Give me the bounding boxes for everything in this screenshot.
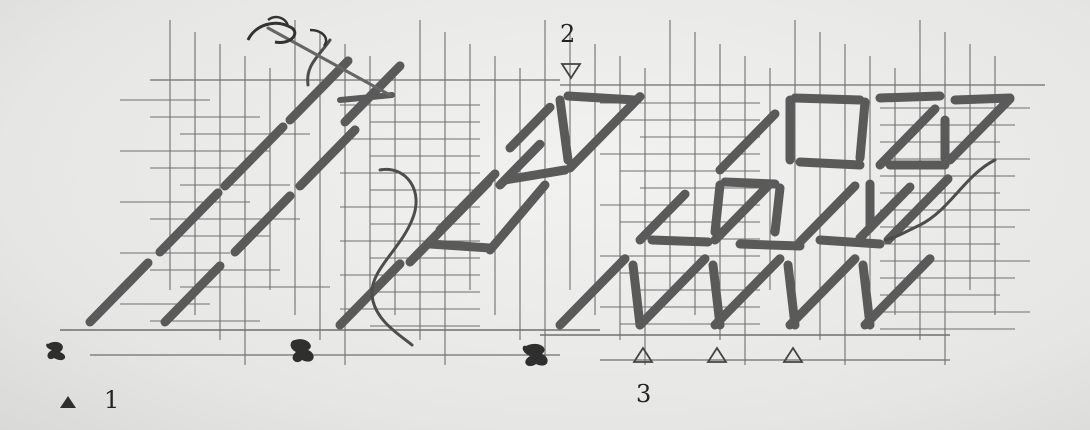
lattice-stitch bbox=[795, 98, 860, 100]
lattice-stitch bbox=[720, 114, 775, 170]
lattice-stitch bbox=[725, 182, 775, 184]
zigzag-stitch bbox=[510, 107, 550, 148]
zigzag-stitch bbox=[560, 100, 568, 160]
zigzag-stitch bbox=[440, 174, 495, 230]
running-stitch bbox=[165, 266, 220, 322]
lattice-stitch bbox=[715, 185, 720, 232]
thread-knot-icon bbox=[291, 339, 314, 362]
step-label-2: 2 bbox=[560, 22, 575, 46]
needle-icon bbox=[248, 17, 390, 95]
lattice-stitch bbox=[880, 96, 940, 98]
triangle-marker-icon bbox=[60, 396, 76, 408]
step-label-3: 3 bbox=[636, 382, 651, 406]
lattice-stitch bbox=[820, 240, 880, 244]
running-stitch bbox=[225, 127, 283, 186]
step-label-1: 1 bbox=[104, 388, 119, 412]
lattice-stitch bbox=[740, 244, 800, 246]
running-stitch bbox=[235, 196, 290, 252]
lattice-stitch bbox=[652, 240, 708, 242]
zigzag-stitch bbox=[568, 96, 635, 100]
triangle-marker-icon bbox=[562, 64, 580, 78]
zigzag-stitch bbox=[570, 97, 640, 168]
lattice-stitch bbox=[715, 259, 780, 325]
lattice-stitch bbox=[955, 98, 1010, 100]
lattice-stitch bbox=[880, 109, 935, 165]
thread-knot-icon bbox=[46, 342, 65, 360]
zigzag-stitch bbox=[430, 244, 490, 248]
running-stitch bbox=[300, 130, 355, 186]
lattice-stitch bbox=[633, 265, 640, 325]
lattice-stitch bbox=[800, 186, 855, 242]
lattice-stitch bbox=[888, 179, 948, 240]
running-stitch bbox=[340, 95, 392, 100]
lattice-stitch bbox=[860, 102, 865, 158]
zigzag-stitch bbox=[490, 185, 545, 250]
running-stitch bbox=[290, 61, 348, 120]
lattice-stitch bbox=[775, 188, 780, 232]
stitch-lines bbox=[90, 61, 1010, 325]
fabric-grid bbox=[60, 20, 1045, 365]
lattice-stitch bbox=[640, 194, 685, 240]
running-stitch bbox=[90, 263, 148, 322]
lattice-stitch bbox=[800, 162, 860, 165]
